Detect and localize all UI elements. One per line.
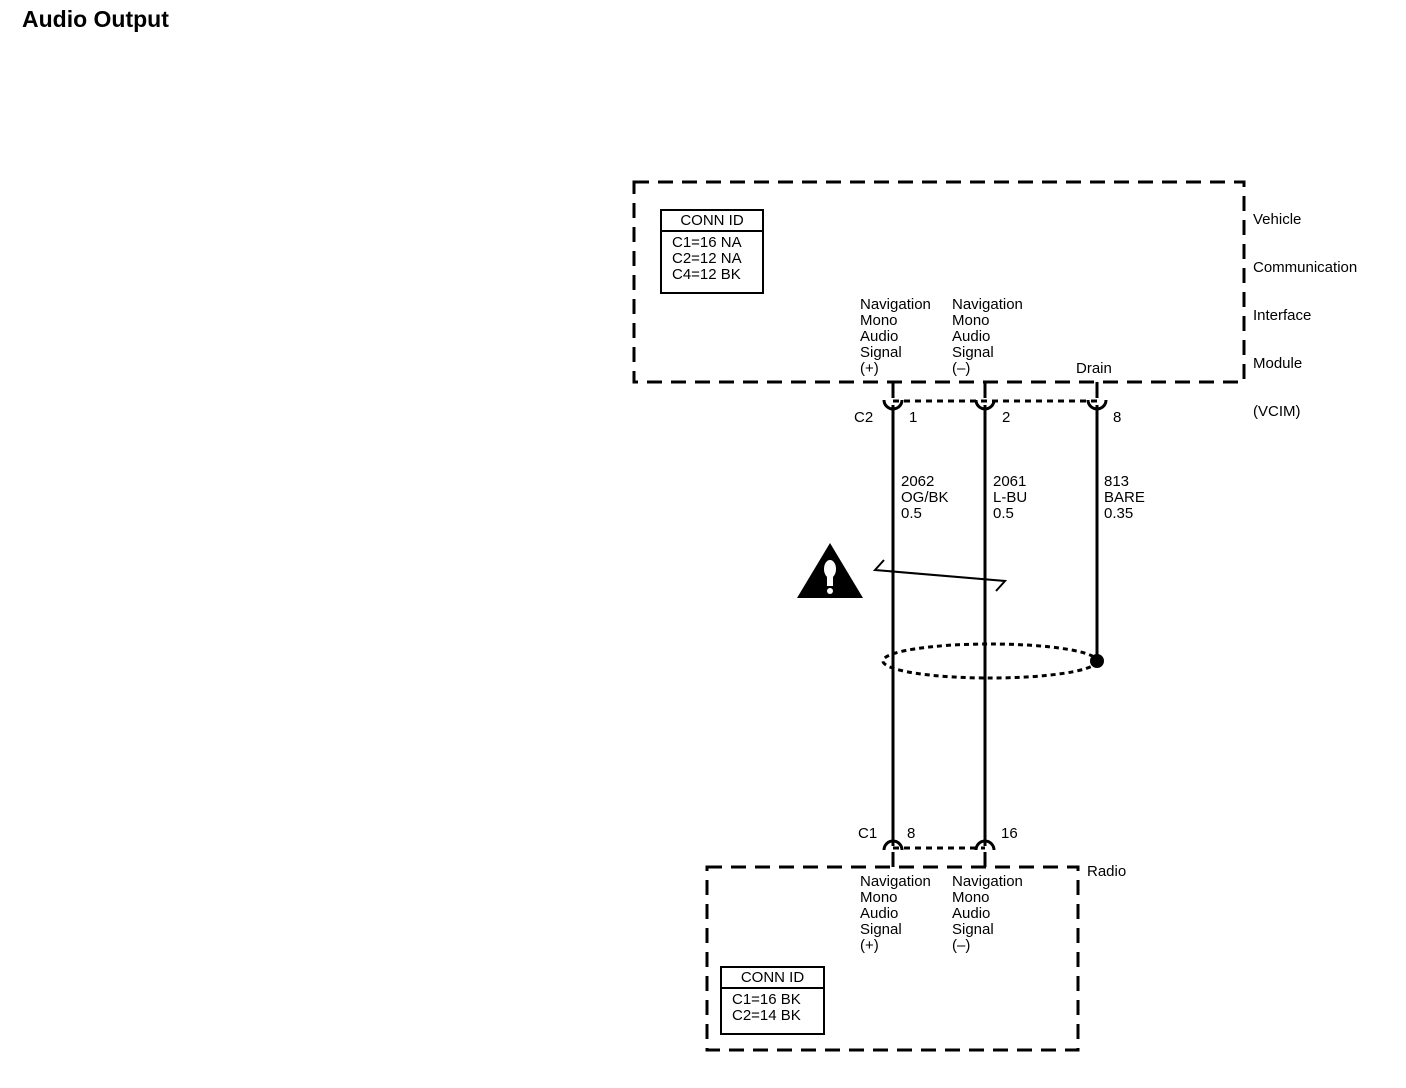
twisted-pair-symbol (872, 559, 1008, 592)
vcim-module-outline (632, 180, 1246, 384)
radio-conn-id-line: C1=16 BK (732, 991, 801, 1008)
radio-conn-id-line: C2=14 BK (732, 1007, 801, 1024)
vcim-terminal-8 (1086, 382, 1108, 411)
vcim-conn-id-header: CONN ID (662, 211, 762, 232)
vcim-terminal-number: 2 (1002, 409, 1011, 426)
vcim-pin-label-drain: Drain (1076, 360, 1112, 377)
radio-terminal-16 (974, 839, 996, 867)
radio-conn-id-table: CONN ID C1=16 BK C2=14 BK (720, 966, 825, 1035)
vcim-terminal-1 (882, 382, 904, 411)
vcim-conn-id-table: CONN ID C1=16 NA C2=12 NA C4=12 BK (660, 209, 764, 294)
caution-triangle-icon (797, 543, 863, 598)
radio-module-outline (705, 865, 1080, 1052)
vcim-terminal-number: 8 (1113, 409, 1122, 426)
radio-terminal-number: 8 (907, 825, 916, 842)
vcim-name: Vehicle Communication Interface Module (… (1253, 211, 1358, 420)
vcim-pin-label-positive: Navigation Mono Audio Signal (+) (860, 296, 931, 377)
radio-name: Radio (1087, 863, 1127, 880)
vcim-pin-label-negative: Navigation Mono Audio Signal (–) (952, 296, 1023, 377)
shield-ellipse (881, 642, 1099, 680)
radio-terminal-8 (882, 839, 904, 867)
radio-pin-label-positive: Navigation Mono Audio Signal (+) (860, 873, 931, 954)
radio-pin-label-negative: Navigation Mono Audio Signal (–) (952, 873, 1023, 954)
vcim-conn-id-line: C2=12 NA (672, 250, 742, 267)
radio-conn-id-header: CONN ID (722, 968, 823, 989)
vcim-conn-id-line: C1=16 NA (672, 234, 742, 251)
radio-terminal-number: 16 (1001, 825, 1018, 842)
drain-splice-dot (1090, 654, 1104, 668)
vcim-terminal-number: 1 (909, 409, 918, 426)
vcim-terminal-2 (974, 382, 996, 411)
vcim-conn-id-line: C4=12 BK (672, 266, 741, 283)
page-title: Audio Output (22, 6, 169, 32)
vcim-connector-id: C2 (854, 409, 874, 426)
radio-connector-id: C1 (858, 825, 878, 842)
